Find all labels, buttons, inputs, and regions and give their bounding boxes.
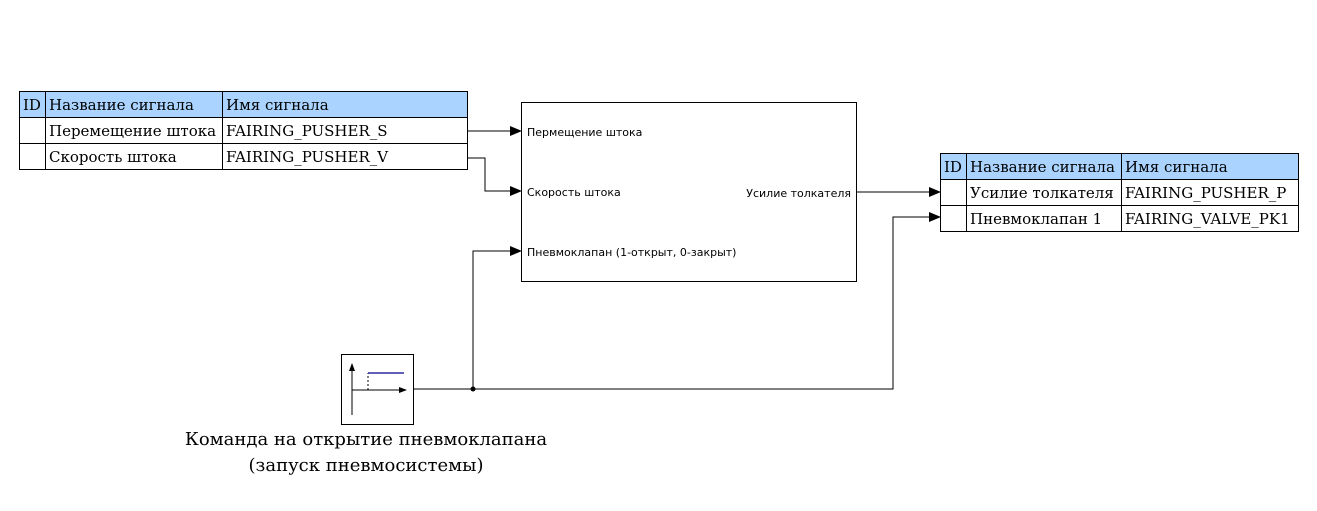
- cell-signal-name: FAIRING_PUSHER_V: [222, 143, 468, 170]
- cell-signal-title: Перемещение штока: [45, 117, 223, 144]
- wire-junction-dot: [470, 386, 476, 392]
- step-function-icon: [349, 363, 407, 415]
- table-header-row: ID Название сигнала Имя сигнала: [19, 91, 468, 118]
- table-header-row: ID Название сигнала Имя сигнала: [940, 153, 1299, 180]
- table-row[interactable]: Пневмоклапан 1 FAIRING_VALVE_PK1: [940, 205, 1299, 232]
- cell-signal-name: FAIRING_PUSHER_S: [222, 117, 468, 144]
- table-row[interactable]: Перемещение штока FAIRING_PUSHER_S: [19, 117, 468, 144]
- wire-step-to-block: [414, 246, 522, 390]
- model-block[interactable]: Пермещение штока Скорость штока Пневмокл…: [521, 102, 857, 282]
- input-signal-table: ID Название сигнала Имя сигнала Перемеще…: [19, 91, 468, 170]
- block-output-port-force: Усилие толкателя: [746, 187, 851, 200]
- caption-line-2: (запуск пневмосистемы): [248, 455, 484, 476]
- cell-signal-title: Пневмоклапан 1: [966, 205, 1122, 232]
- table-row[interactable]: Усилие толкателя FAIRING_PUSHER_P: [940, 179, 1299, 206]
- cell-id: [940, 179, 967, 206]
- block-input-port-speed: Скорость штока: [527, 186, 621, 199]
- wire-step-to-output-table: [473, 212, 941, 390]
- cell-id: [940, 205, 967, 232]
- output-signal-table: ID Название сигнала Имя сигнала Усилие т…: [940, 153, 1299, 232]
- cell-signal-title: Усилие толкателя: [966, 179, 1122, 206]
- cell-signal-name: FAIRING_VALVE_PK1: [1121, 205, 1299, 232]
- step-block-caption: Команда на открытие пневмоклапана (запус…: [160, 427, 572, 479]
- caption-line-1: Команда на открытие пневмоклапана: [184, 429, 548, 450]
- header-id: ID: [19, 91, 46, 118]
- step-source-block[interactable]: [341, 354, 414, 425]
- block-input-port-move: Пермещение штока: [527, 126, 643, 139]
- header-signal-name: Имя сигнала: [222, 91, 468, 118]
- header-signal-title: Название сигнала: [966, 153, 1122, 180]
- cell-signal-name: FAIRING_PUSHER_P: [1121, 179, 1299, 206]
- cell-id: [19, 143, 46, 170]
- table-row[interactable]: Скорость штока FAIRING_PUSHER_V: [19, 143, 468, 170]
- block-input-port-valve: Пневмоклапан (1-открыт, 0-закрыт): [527, 246, 737, 259]
- header-signal-name: Имя сигнала: [1121, 153, 1299, 180]
- cell-id: [19, 117, 46, 144]
- header-signal-title: Название сигнала: [45, 91, 223, 118]
- cell-signal-title: Скорость штока: [45, 143, 223, 170]
- header-id: ID: [940, 153, 967, 180]
- wire-speed-to-block: [467, 157, 522, 196]
